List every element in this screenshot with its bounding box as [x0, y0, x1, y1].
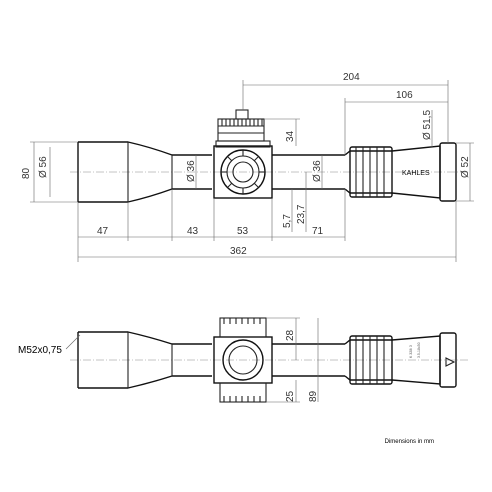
objective-lower-edge — [78, 188, 212, 203]
dim-36b: Ø 36 — [312, 160, 323, 182]
side-turret-teeth — [221, 150, 265, 194]
thread-leader — [65, 334, 81, 350]
dim-51_5: Ø 51,5 — [422, 110, 433, 140]
b-objective-upper — [78, 331, 212, 345]
objective-upper-edge — [78, 141, 212, 156]
b-ocular-end — [439, 332, 457, 388]
eyepiece-upper — [344, 150, 392, 156]
dim-362: 362 — [230, 246, 247, 257]
dim-53: 53 — [237, 226, 249, 237]
magnification-ring — [349, 146, 393, 198]
scale-mark-1: K 328i 3 — [409, 345, 413, 358]
b-eyepiece-upper — [344, 339, 392, 345]
diopter-arrow-icon — [445, 357, 456, 367]
dim-106: 106 — [396, 90, 413, 101]
dim-43: 43 — [187, 226, 199, 237]
dim-204: 204 — [343, 72, 360, 83]
thread-spec: M52x0,75 — [18, 345, 62, 356]
b-elevation-turret — [219, 317, 267, 338]
units-note: Dimensions in mm — [385, 439, 434, 445]
dim-5_7: 5,7 — [282, 214, 293, 228]
dim-56: Ø 56 — [38, 156, 49, 178]
b-windage-turret — [219, 382, 267, 403]
b-mag-grips — [355, 336, 385, 384]
b-objective-lower — [78, 375, 212, 389]
dim-80: 80 — [21, 167, 32, 179]
bottom-view: K 328i 3 3.5-18x50 M52x0,75 28 25 89 — [18, 317, 470, 403]
mag-ring-grips — [355, 147, 385, 197]
dim-52: Ø 52 — [460, 156, 471, 178]
b-magnification-ring — [349, 335, 393, 385]
turret-cap — [235, 109, 249, 120]
top-view: KAHLES 204 106 80 Ø 56 Ø 36 34 Ø 36 Ø 51… — [21, 72, 474, 262]
eyepiece-lower — [344, 188, 392, 194]
b-turret-knob — [222, 339, 264, 381]
dim-89: 89 — [308, 390, 319, 402]
elevation-turret — [217, 118, 265, 142]
dim-47: 47 — [97, 226, 109, 237]
dim-25: 25 — [285, 390, 296, 402]
brand-mark: KAHLES — [402, 170, 430, 177]
turret-ticks — [221, 119, 263, 126]
dim-36a: Ø 36 — [186, 160, 197, 182]
dim-71: 71 — [312, 226, 324, 237]
dim-28: 28 — [285, 329, 296, 341]
scale-mark-2: 3.5-18x50 — [417, 342, 421, 358]
b-turret-ticks — [223, 318, 261, 402]
dim-23_7: 23,7 — [296, 204, 307, 224]
turret-housing — [213, 145, 273, 199]
dim-34: 34 — [285, 130, 296, 142]
b-eyepiece-lower — [344, 375, 392, 381]
b-turret-inner — [228, 345, 258, 375]
side-turret-center — [232, 161, 254, 183]
